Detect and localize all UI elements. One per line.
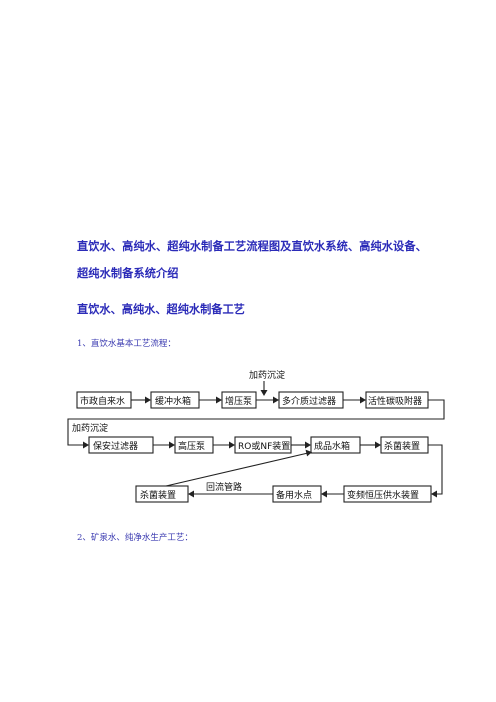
arrow-head-row3-start xyxy=(431,490,437,498)
label-sterilizer-1: 杀菌装置 xyxy=(384,440,420,452)
paragraph-direct-drinking-process: 1、直饮水基本工艺流程： xyxy=(77,339,176,349)
label-activated-carbon: 活性碳吸附器 xyxy=(368,395,422,407)
label-product-tank: 成品水箱 xyxy=(314,440,350,452)
arrow-head-r3-1 xyxy=(321,490,327,498)
arrow-head-r1-4 xyxy=(360,396,366,404)
reflux-arrow-line xyxy=(165,452,309,487)
dosing-label-top: 加药沉淀 xyxy=(249,369,285,381)
arrow-head-r1-2 xyxy=(216,396,222,404)
label-ro-nf: RO或NF装置 xyxy=(238,440,290,452)
label-backup-water-point: 备用水点 xyxy=(276,489,312,501)
label-sterilizer-2: 杀菌装置 xyxy=(140,489,176,501)
connector-row2-to-row3 xyxy=(428,444,443,495)
label-booster-pump: 增压泵 xyxy=(225,395,252,407)
label-security-filter: 保安过滤器 xyxy=(93,440,138,452)
page-title-line-1: 直饮水、高纯水、超纯水制备工艺流程图及直饮水系统、高纯水设备、 xyxy=(77,240,427,253)
page-title-line-2: 超纯水制备系统介绍 xyxy=(77,267,179,280)
arrow-head-r1-1 xyxy=(145,396,151,404)
dosing-label-left: 加药沉淀 xyxy=(72,422,108,434)
section-heading: 直饮水、高纯水、超纯水制备工艺 xyxy=(77,303,245,316)
arrow-head-r1-3 xyxy=(273,396,279,404)
connector-row1-to-row2 xyxy=(67,399,445,446)
label-municipal-water: 市政自来水 xyxy=(80,395,125,407)
label-high-pressure-pump: 高压泵 xyxy=(178,440,205,452)
reflux-label: 回流管路 xyxy=(206,481,242,493)
label-buffer-tank: 缓冲水箱 xyxy=(155,395,191,407)
arrow-head-r2-4 xyxy=(375,441,381,449)
dosing-arrow-head-top xyxy=(260,390,268,396)
label-variable-frequency-supply: 变频恒压供水装置 xyxy=(347,489,419,501)
arrow-head-r2-3 xyxy=(305,441,311,449)
arrow-head-row2-start xyxy=(83,441,89,449)
label-multimedia-filter: 多介质过滤器 xyxy=(282,395,336,407)
arrow-head-r2-2 xyxy=(229,441,235,449)
arrow-head-r3-2 xyxy=(188,490,194,498)
reflux-arrow-head xyxy=(305,449,312,457)
arrow-head-r2-1 xyxy=(169,441,175,449)
paragraph-mineral-water-process: 2、矿泉水、纯净水生产工艺： xyxy=(77,533,193,543)
